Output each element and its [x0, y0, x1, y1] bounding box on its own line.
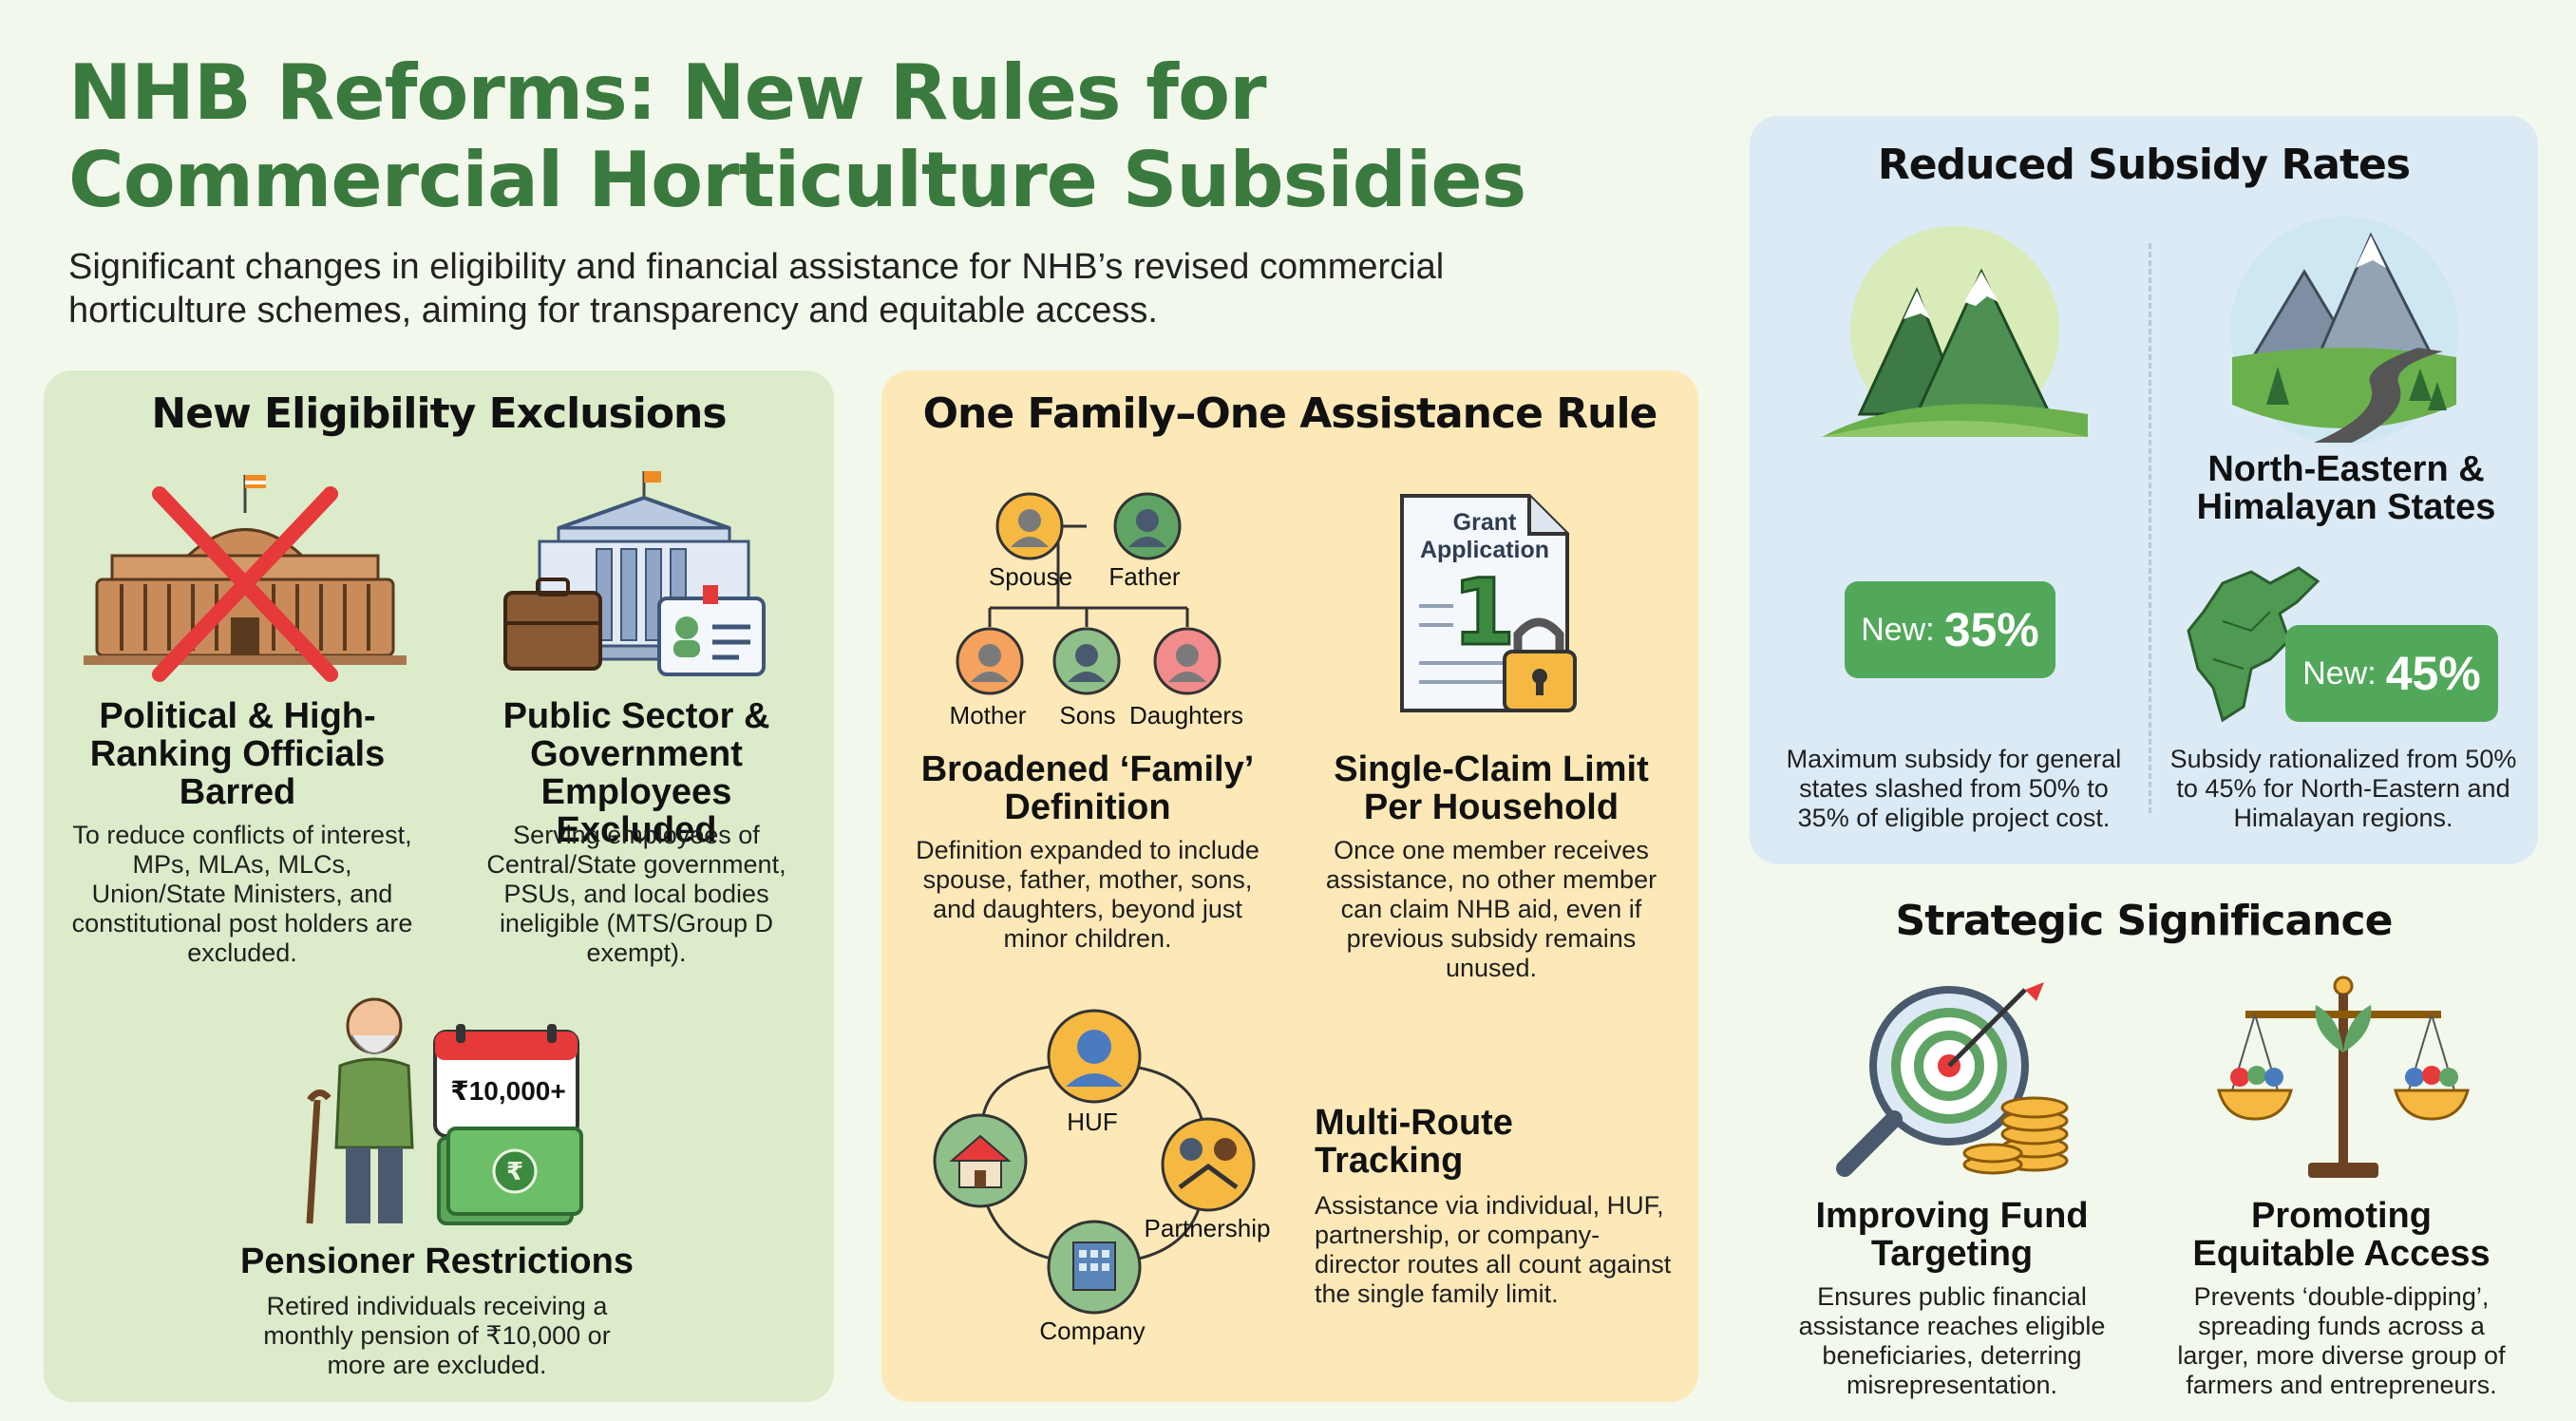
northeast-rate-prefix: New: — [2302, 654, 2377, 692]
broadened-definition-title: Broadened ‘Family’ Definition — [920, 749, 1255, 827]
eligibility-title: New Eligibility Exclusions — [151, 389, 727, 438]
single-claim-desc: Once one member receives assistance, no … — [1325, 836, 1657, 982]
broadened-definition-desc: Definition expanded to include spouse, f… — [916, 836, 1260, 953]
route-label-huf: HUF — [1067, 1108, 1118, 1136]
pensioner-desc: Retired individuals receiving a monthly … — [263, 1292, 611, 1379]
himalayan-road-icon — [2230, 217, 2458, 445]
family-tree-icon — [956, 492, 1222, 695]
single-claim-title: Single-Claim Limit Per Household — [1334, 749, 1649, 827]
pension-calendar-label: ₹10,000+ — [450, 1076, 566, 1106]
balance-scale-icon — [2217, 976, 2470, 1178]
tree-label-mother: Mother — [949, 701, 1027, 729]
page-subtitle: Significant changes in eligibility and f… — [68, 247, 1445, 331]
tree-label-spouse: Spouse — [988, 562, 1073, 591]
tree-label-daughters: Daughters — [1129, 701, 1243, 729]
multi-route-title: Multi-Route Tracking — [1315, 1103, 1513, 1181]
grant-application-icon: 1 — [1400, 494, 1577, 712]
northeast-rate-desc: Subsidy rationalized from 50% to 45% for… — [2169, 745, 2517, 832]
political-officials-title: Political & High-Ranking Officials Barre… — [89, 696, 386, 812]
political-officials-desc: To reduce conflicts of interest, MPs, ML… — [71, 821, 413, 967]
page-title: NHB Reforms: New Rules for Commercial Ho… — [68, 48, 1526, 224]
family-rule-title: One Family–One Assistance Rule — [922, 389, 1658, 438]
svg-text:1: 1 — [1452, 559, 1516, 666]
government-building-icon — [503, 471, 766, 676]
general-rate-badge: New:35% — [1845, 581, 2055, 678]
mountains-icon — [1822, 226, 2088, 437]
subsidy-rates-title: Reduced Subsidy Rates — [1877, 141, 2411, 189]
route-label-partnership: Partnership — [1144, 1214, 1271, 1242]
svg-text:₹: ₹ — [506, 1158, 523, 1186]
route-label-company: Company — [1039, 1317, 1146, 1345]
equitable-access-title: Promoting Equitable Access — [2192, 1196, 2491, 1274]
general-rate-prefix: New: — [1861, 611, 1935, 648]
multi-route-network-icon — [933, 1009, 1256, 1315]
target-magnifier-icon — [1836, 982, 2069, 1177]
general-rate-value: 35% — [1943, 603, 2039, 656]
pensioner-title: Pensioner Restrictions — [240, 1241, 634, 1281]
parliament-crossed-icon — [84, 475, 407, 682]
public-sector-desc: Serving employees of Central/State gover… — [486, 821, 786, 967]
pensioner-icon: ₹ — [306, 997, 583, 1225]
northeast-rate-value: 45% — [2385, 647, 2481, 700]
grant-application-label: Grant Application — [1419, 509, 1550, 563]
strategic-title: Strategic Significance — [1895, 897, 2394, 945]
fund-targeting-title: Improving Fund Targeting — [1815, 1196, 2089, 1274]
subsidy-divider — [2149, 243, 2151, 813]
public-sector-title: Public Sector & Government Employees Exc… — [502, 696, 770, 850]
multi-route-desc: Assistance via individual, HUF, partners… — [1315, 1191, 1672, 1308]
northeast-rate-badge: New:45% — [2285, 625, 2498, 722]
tree-label-father: Father — [1108, 562, 1181, 591]
general-rate-desc: Maximum subsidy for general states slash… — [1786, 745, 2122, 832]
equitable-access-desc: Prevents ‘double-dipping’, spreading fun… — [2177, 1282, 2506, 1399]
tree-label-sons: Sons — [1059, 701, 1116, 729]
northeast-map-icon — [2187, 566, 2320, 723]
fund-targeting-desc: Ensures public financial assistance reac… — [1798, 1282, 2106, 1399]
northeast-title: North-Eastern & Himalayan States — [2196, 449, 2496, 527]
